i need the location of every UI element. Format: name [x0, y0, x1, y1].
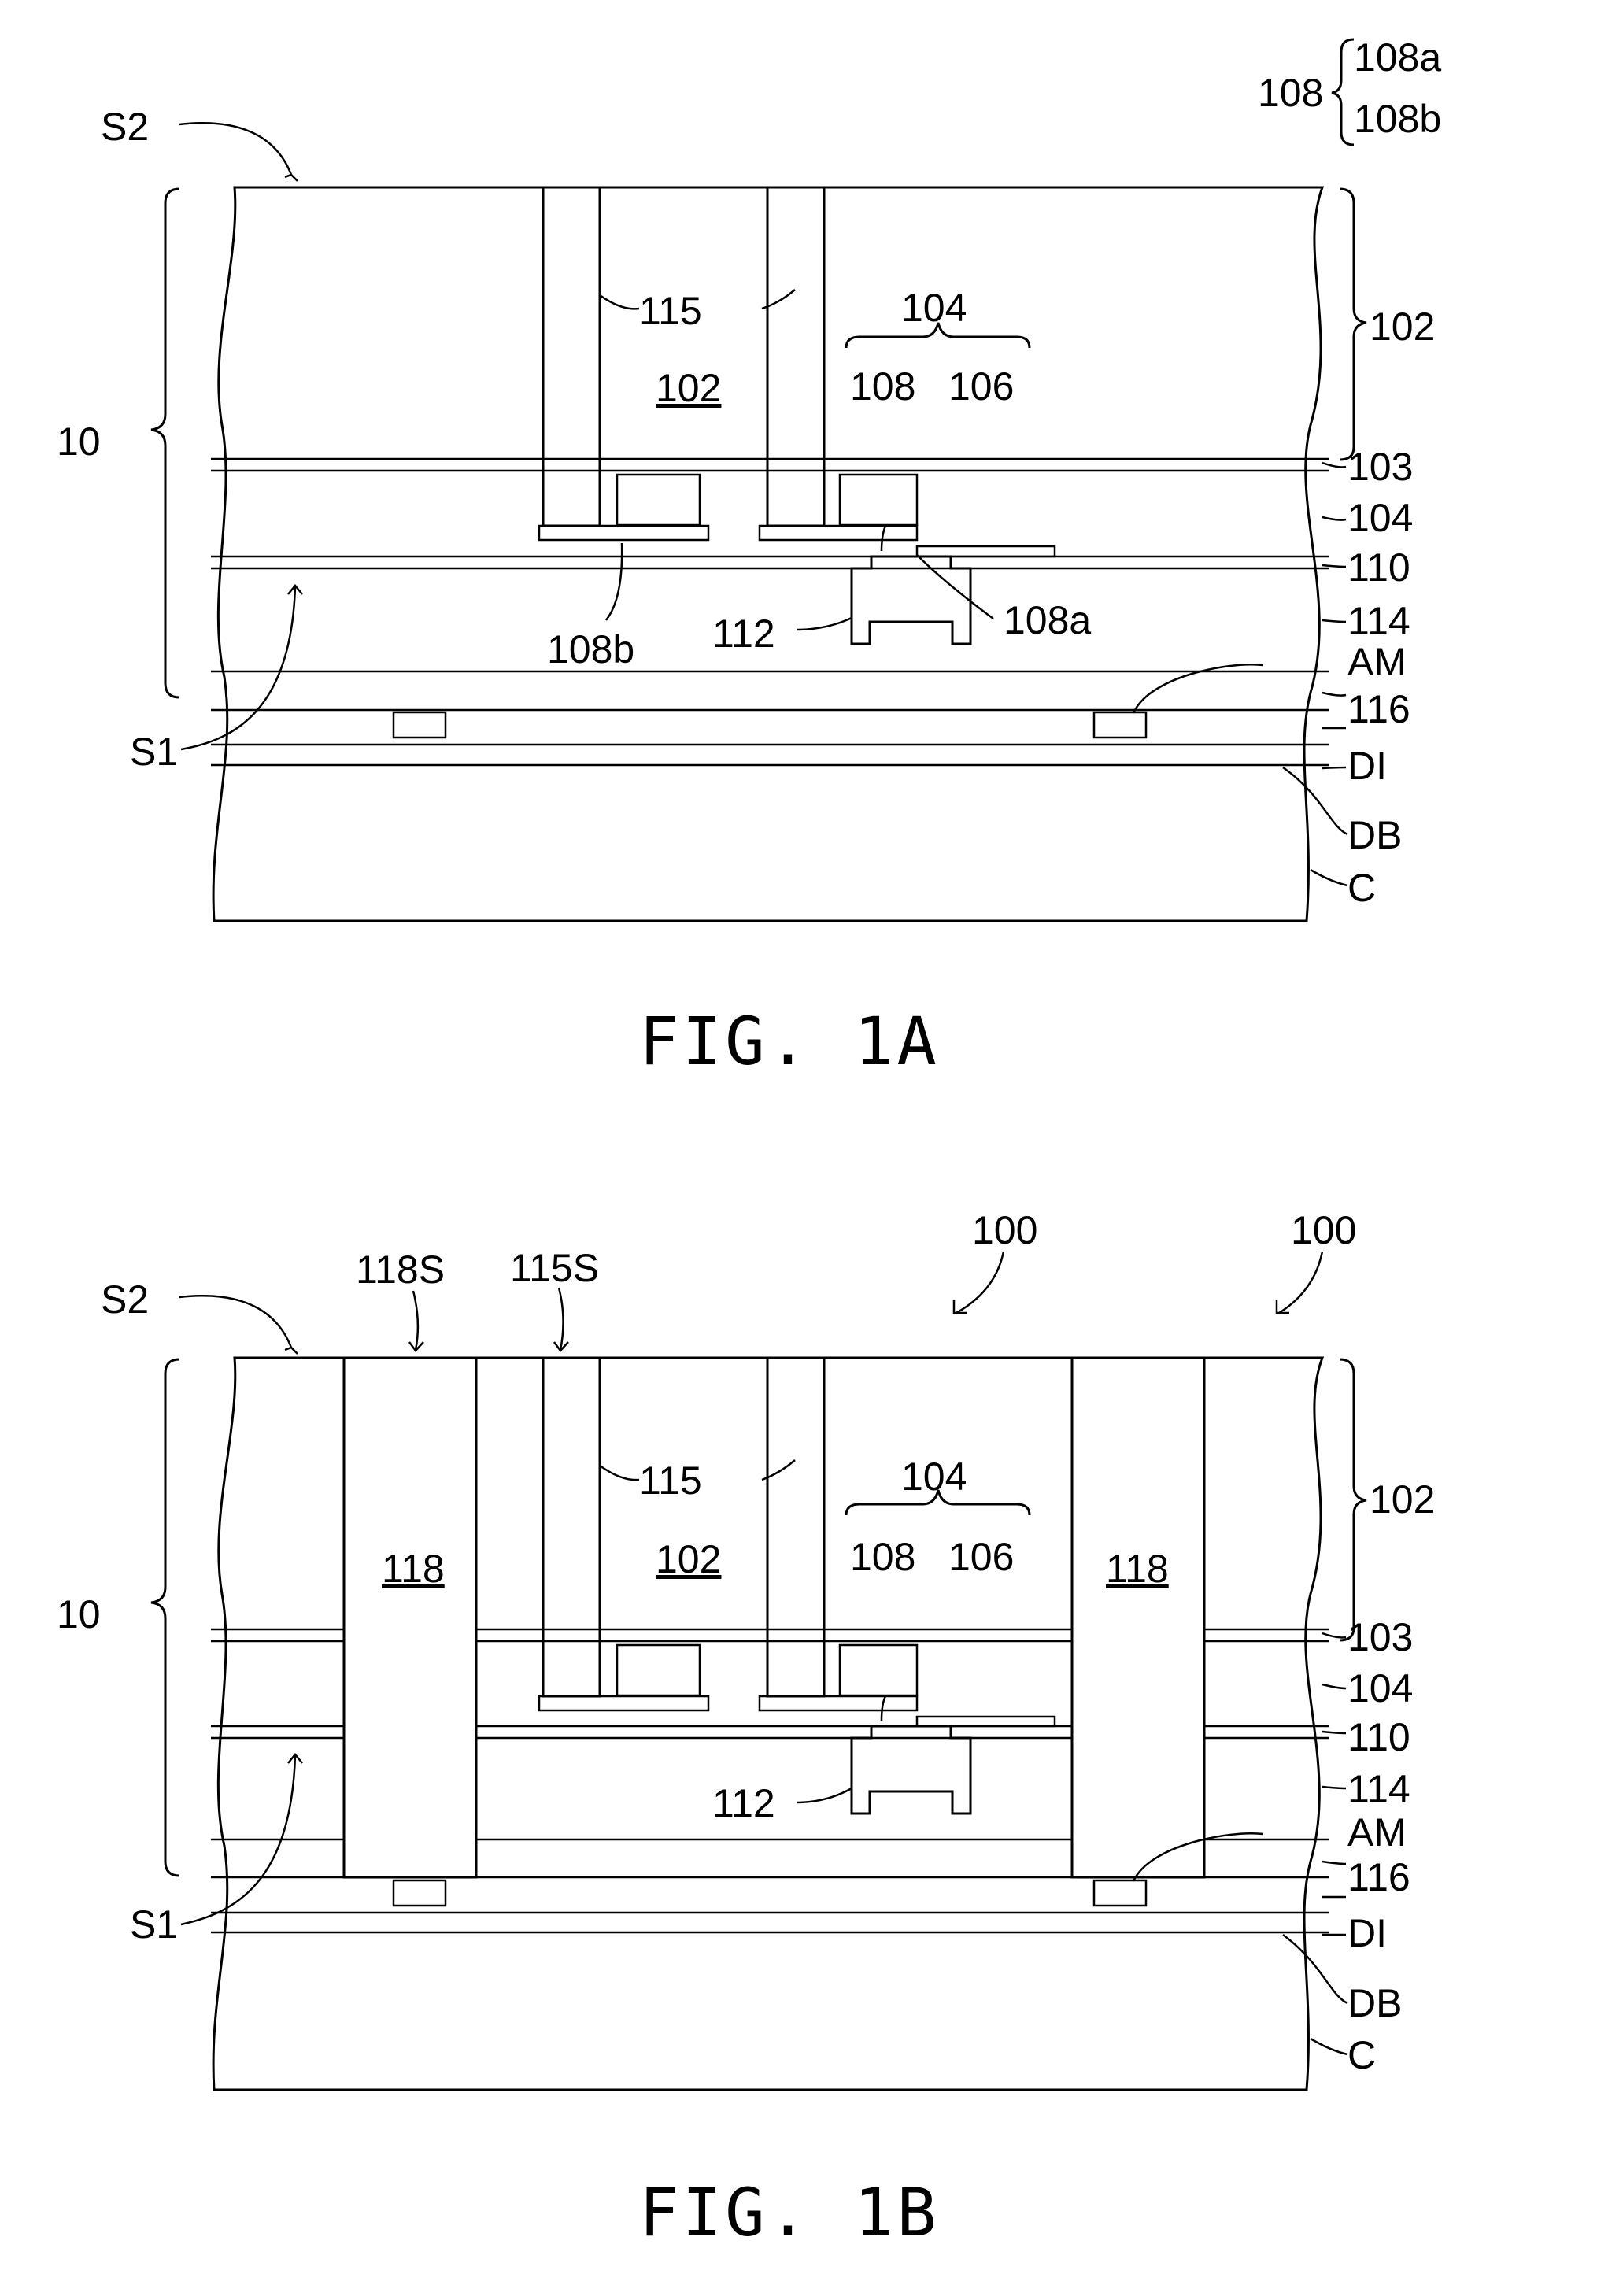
fig1a-label-112: 112 — [712, 612, 775, 656]
fig1a-label-10: 10 — [57, 420, 101, 464]
fig1a-label-am: AM — [1347, 640, 1407, 684]
fig1b-label-106: 106 — [948, 1535, 1014, 1579]
fig1a-label-102-center: 102 — [656, 366, 721, 410]
fig1a-label-110: 110 — [1347, 545, 1410, 590]
fig1b-pad-108b-right — [760, 1696, 917, 1710]
fig1a-via-115-right — [767, 187, 824, 526]
fig1b-brace-102 — [1340, 1359, 1366, 1640]
legend-item-108a: 108a — [1354, 35, 1441, 79]
fig1a-label-104-right: 104 — [1347, 496, 1413, 540]
fig1b-brace-10 — [151, 1359, 179, 1876]
fig1a-label-106: 106 — [948, 364, 1014, 409]
fig1b-pad-108b-left — [539, 1696, 708, 1710]
fig1a-label-116: 116 — [1347, 687, 1410, 731]
fig1b-label-s1: S1 — [130, 1902, 178, 1947]
fig1b-pad-116-left — [394, 1880, 445, 1906]
fig1a-pad-116-right — [1094, 712, 1146, 738]
fig1b-label-100-left: 100 — [972, 1208, 1037, 1252]
fig1b-label-s2: S2 — [101, 1277, 149, 1322]
fig1a-label-108: 108 — [850, 364, 915, 409]
legend-108: 108 108a 108b — [1258, 35, 1441, 145]
fig1b-label-102-center: 102 — [656, 1537, 721, 1581]
fig1b-via-115-left — [543, 1358, 600, 1696]
fig1b-label-104-right: 104 — [1347, 1666, 1413, 1710]
fig1b-leader-lines — [179, 1252, 1347, 2054]
fig1a-label-c: C — [1347, 866, 1376, 910]
fig1b-label-116: 116 — [1347, 1855, 1410, 1899]
fig1b-label-110: 110 — [1347, 1715, 1410, 1759]
figure-1a: S2 10 115 102 104 108 106 102 103 104 11… — [57, 105, 1435, 1080]
fig1a-label-s2: S2 — [101, 105, 149, 149]
fig1a-pad-108b-right — [760, 526, 917, 540]
fig1b-label-10: 10 — [57, 1592, 101, 1636]
fig1a-redistribution-block-right — [840, 475, 917, 525]
fig1b-column-118-right — [1072, 1358, 1204, 1877]
fig1b-redistribution-block-right — [840, 1645, 917, 1695]
fig1a-label-104-top: 104 — [901, 286, 967, 330]
fig1b-label-di: DI — [1347, 1911, 1387, 1955]
fig1a-label-103: 103 — [1347, 445, 1413, 489]
fig1b-column-118-left — [344, 1358, 476, 1877]
fig1a-label-db: DB — [1347, 813, 1402, 857]
fig1a-caption: FIG. 1A — [639, 1003, 940, 1080]
fig1a-brace-10 — [151, 189, 179, 697]
fig1b-label-112: 112 — [712, 1781, 775, 1825]
legend-brace — [1332, 39, 1354, 145]
fig1a-label-114: 114 — [1347, 599, 1410, 643]
fig1b-label-118s: 118S — [356, 1248, 445, 1292]
fig1b-redistribution-block-left — [617, 1645, 700, 1695]
legend-item-108b: 108b — [1354, 97, 1441, 141]
fig1b-label-am: AM — [1347, 1810, 1407, 1854]
fig1b-label-115: 115 — [639, 1459, 702, 1503]
fig1b-trace-108a — [917, 1717, 1055, 1726]
fig1b-label-118-right: 118 — [1106, 1547, 1169, 1591]
fig1b-label-102-right: 102 — [1370, 1477, 1435, 1521]
fig1b-label-c: C — [1347, 2033, 1376, 2077]
fig1a-trace-108a — [917, 546, 1055, 556]
legend-parent-label: 108 — [1258, 71, 1323, 115]
fig1b-label-db: DB — [1347, 1981, 1402, 2025]
fig1a-label-115: 115 — [639, 289, 702, 333]
fig1b-label-108: 108 — [850, 1535, 915, 1579]
fig1a-label-108a: 108a — [1004, 598, 1091, 642]
fig1b-connector-112 — [852, 1726, 970, 1814]
fig1a-label-102-right: 102 — [1370, 305, 1435, 349]
figure-1b: S2 118S 115S 100 100 10 118 118 115 102 … — [57, 1208, 1435, 2251]
fig1a-pad-108b-left — [539, 526, 708, 540]
fig1a-redistribution-block-left — [617, 475, 700, 525]
fig1b-label-104-top: 104 — [901, 1455, 967, 1499]
fig1b-pad-116-right — [1094, 1880, 1146, 1906]
fig1a-connector-112 — [852, 556, 970, 644]
fig1b-label-114: 114 — [1347, 1767, 1410, 1811]
fig1a-label-108b: 108b — [547, 627, 634, 671]
fig1a-via-115-left — [543, 187, 600, 526]
fig1b-label-118-left: 118 — [382, 1547, 445, 1591]
fig1b-caption: FIG. 1B — [639, 2174, 940, 2251]
fig1b-via-115-right — [767, 1358, 824, 1696]
fig1a-label-s1: S1 — [130, 730, 178, 774]
fig1b-label-103: 103 — [1347, 1615, 1413, 1659]
fig1a-leader-lines — [179, 123, 1347, 885]
fig1b-label-115s: 115S — [510, 1246, 599, 1290]
fig1a-label-di: DI — [1347, 744, 1387, 788]
fig1b-label-100-right: 100 — [1291, 1208, 1356, 1252]
fig1a-pad-116-left — [394, 712, 445, 738]
fig1a-brace-102 — [1340, 189, 1366, 460]
